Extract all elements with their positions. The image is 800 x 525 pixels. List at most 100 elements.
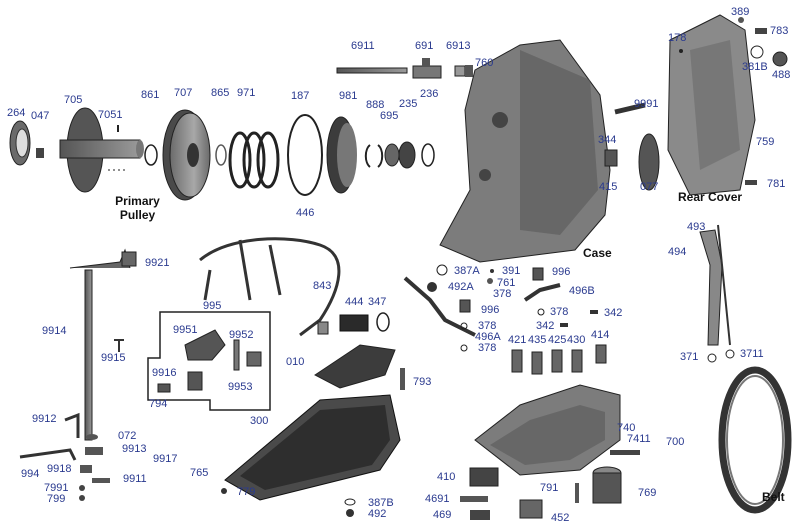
solenoids <box>511 344 607 375</box>
callout-759: 759 <box>756 136 775 148</box>
callout-9951: 9951 <box>173 324 198 336</box>
callout-981: 981 <box>339 90 358 102</box>
washer-072 <box>86 434 98 440</box>
callout-9921: 9921 <box>145 257 170 269</box>
part-410 <box>469 467 499 487</box>
lever-9912 <box>64 412 80 438</box>
ring-347 <box>376 312 390 332</box>
part-4691 <box>460 496 488 502</box>
callout-888: 888 <box>366 99 385 111</box>
callout-387B: 387B <box>368 497 394 509</box>
callout-415: 415 <box>599 181 618 193</box>
callout-765: 765 <box>190 467 209 479</box>
title-belt: Belt <box>762 490 785 504</box>
part-9913 <box>85 447 103 455</box>
title-primary-pulley: Primary Pulley <box>115 194 160 222</box>
callout-389: 389 <box>731 6 750 18</box>
callout-444: 444 <box>345 296 364 308</box>
callout-391: 391 <box>502 265 521 277</box>
tube-496B <box>523 283 561 302</box>
callout-264: 264 <box>7 107 26 119</box>
part-794 <box>157 383 171 393</box>
callout-342a: 342 <box>604 307 623 319</box>
callout-9917: 9917 <box>153 453 178 465</box>
callout-793: 793 <box>413 376 432 388</box>
bolt-7411 <box>610 450 640 455</box>
callout-9916: 9916 <box>152 367 177 379</box>
callout-9913: 9913 <box>122 443 147 455</box>
callout-235: 235 <box>399 98 418 110</box>
callout-425: 425 <box>548 334 567 346</box>
washer-387B <box>344 498 356 506</box>
oring-695 <box>384 143 400 167</box>
callout-371: 371 <box>680 351 699 363</box>
part-9916 <box>187 371 203 391</box>
filter-010 <box>314 344 396 389</box>
callout-7411: 7411 <box>627 433 651 445</box>
part-469 <box>470 510 490 520</box>
callout-994: 994 <box>21 468 40 480</box>
callout-843: 843 <box>313 280 332 292</box>
rings-971 <box>228 131 280 189</box>
callout-700: 700 <box>666 436 685 448</box>
callout-6911: 6911 <box>351 40 375 52</box>
dipstick-tube-494 <box>699 229 723 346</box>
callout-9914: 9914 <box>42 325 67 337</box>
callout-178: 178 <box>668 32 687 44</box>
callout-381B: 381B <box>742 61 768 73</box>
callout-6913: 6913 <box>446 40 471 52</box>
callout-971: 971 <box>237 87 256 99</box>
callout-695: 695 <box>380 110 399 122</box>
callout-761: 761 <box>497 277 516 289</box>
callout-010: 010 <box>286 356 305 368</box>
callout-794: 794 <box>149 398 168 410</box>
seal-077 <box>638 133 660 191</box>
callout-344: 344 <box>598 134 617 146</box>
spring-6913 <box>454 65 466 77</box>
callout-3711: 3711 <box>740 348 764 360</box>
snap-ring-888 <box>364 144 384 168</box>
callout-760: 760 <box>475 57 494 69</box>
valve-691 <box>412 58 442 79</box>
callout-342b: 342 <box>536 320 555 332</box>
callout-9918: 9918 <box>47 463 72 475</box>
seal-235 <box>398 141 416 169</box>
callout-072: 072 <box>118 430 137 442</box>
callout-435: 435 <box>528 334 547 346</box>
callout-492: 492 <box>368 508 387 520</box>
callout-779: 779 <box>237 486 256 498</box>
filter-769 <box>592 466 622 504</box>
connector-444 <box>339 314 369 332</box>
shaft-9914 <box>84 269 93 441</box>
callout-421: 421 <box>508 334 527 346</box>
callout-446: 446 <box>296 207 315 219</box>
part-342b <box>560 323 568 327</box>
callout-707: 707 <box>174 87 193 99</box>
callout-347: 347 <box>368 296 387 308</box>
callout-9952: 9952 <box>229 329 254 341</box>
bolt-781 <box>745 180 757 185</box>
oring-236 <box>421 143 435 167</box>
callout-865: 865 <box>211 87 230 99</box>
callout-995: 995 <box>203 300 222 312</box>
callout-494: 494 <box>668 246 687 258</box>
callout-378c: 378 <box>478 320 497 332</box>
oring-371 <box>707 353 717 363</box>
plug-492A <box>427 282 437 292</box>
washer-378b <box>537 308 545 316</box>
plug-783 <box>755 28 767 34</box>
part-799 <box>79 495 85 501</box>
callout-187: 187 <box>291 90 310 102</box>
callout-047: 047 <box>31 110 50 122</box>
pulley-shaft-705 <box>59 107 144 193</box>
callout-378d: 378 <box>478 342 497 354</box>
part-452 <box>519 499 543 519</box>
callout-861: 861 <box>141 89 160 101</box>
part-9921 <box>121 251 137 267</box>
callout-378a: 378 <box>493 288 512 300</box>
wire-harness-446 <box>199 237 341 337</box>
part-9911 <box>92 478 110 483</box>
callout-7991: 7991 <box>44 482 69 494</box>
